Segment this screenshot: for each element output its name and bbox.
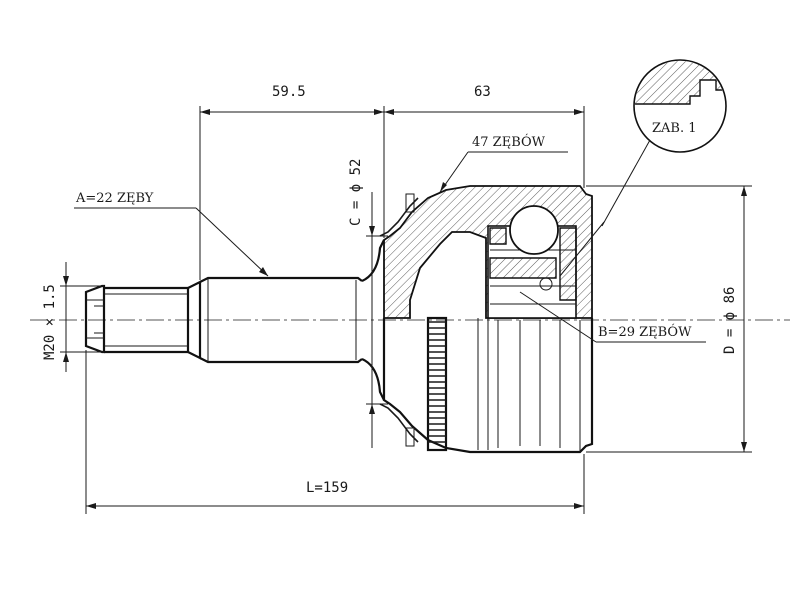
- housing-length-label: 63: [474, 84, 491, 100]
- spline-length-label: 59.5: [272, 84, 306, 100]
- callout-outer-spline: A=22 ZĘBY: [74, 191, 269, 277]
- callout-abs: 47 ZĘBÓW: [439, 133, 568, 193]
- dim-top: 59.5 63: [199, 84, 585, 280]
- abs-teeth-label: 47 ZĘBÓW: [472, 133, 546, 150]
- dim-total: L=159: [85, 350, 585, 514]
- detail-zab1: ZAB. 1: [559, 59, 727, 277]
- thread-label: M20 × 1.5: [42, 284, 58, 360]
- dim-seal: C = ϕ 52: [348, 159, 388, 448]
- abs-ring: [426, 316, 448, 452]
- outer-spline-label: A=22 ZĘBY: [75, 191, 154, 206]
- detail-label: ZAB. 1: [652, 121, 697, 136]
- inner-race: [487, 205, 577, 319]
- dim-thread: M20 × 1.5: [42, 262, 104, 372]
- shaft: [84, 239, 385, 401]
- ball: [509, 205, 559, 255]
- callout-inner-spline: B=29 ZĘBÓW: [519, 291, 706, 343]
- outer-diameter-label: D = ϕ 86: [722, 287, 738, 354]
- seal-diameter-label: C = ϕ 52: [348, 159, 364, 226]
- dim-outer: D = ϕ 86: [586, 185, 752, 453]
- total-length-label: L=159: [306, 480, 348, 496]
- inner-spline-label: B=29 ZĘBÓW: [598, 323, 692, 340]
